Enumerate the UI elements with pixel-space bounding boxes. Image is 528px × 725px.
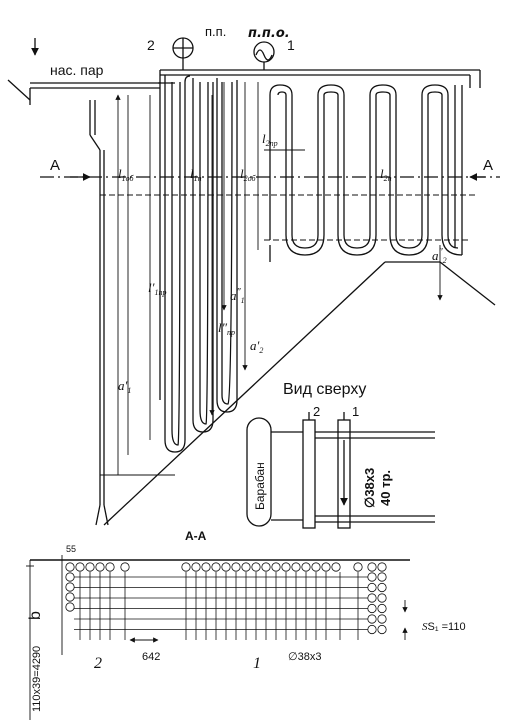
section-aa-title: А-А [185,529,207,543]
tube-circle [367,603,377,614]
tube-circle [367,562,377,572]
top-view [246,412,435,529]
tube-circle [353,562,363,572]
header-circles [172,37,275,70]
tube-circle [377,614,387,624]
tube-circle [301,562,311,572]
tube-circle [377,582,387,593]
dimension-lines [100,82,475,476]
top-view-num-2: 2 [313,404,320,419]
tube-circle [191,562,201,572]
num-1-label: 1 [287,37,295,53]
a2d-label: a′2 [250,338,263,355]
top-view-title: Вид сверху [283,381,366,398]
gas-duct-slope [103,245,496,526]
tube-circle [251,562,261,572]
tube-circle [211,562,221,572]
tube-circle [75,562,85,572]
l1n-label: l1п [190,166,202,183]
tube-circle [291,562,301,572]
tube-circle [65,602,75,612]
tube-circle [65,572,75,582]
dim-b: b [27,611,44,620]
text-labels: нас. пар 2 п.п. п.п.о. 1 A A l1об l1п l2… [27,24,493,712]
l2np-label: l2пр [262,131,278,148]
tube-circle [367,593,377,603]
tube-circle [241,562,251,572]
num-2-label: 2 [147,37,155,53]
tube-circle [377,572,387,582]
section-aa-plan [26,555,410,720]
tube-circle [367,614,377,624]
tube-circle [281,562,291,572]
dim-total: 110x39=4290 [31,646,43,712]
tube-circle [85,562,95,572]
tube-circle [65,562,75,572]
tube-circle [367,624,377,635]
tube-circle [377,562,387,572]
second-stage-coils [269,84,463,256]
l2n-label: l2п [380,166,392,183]
pp-label: п.п. [205,24,226,39]
l1np-label: l′1пр [148,280,166,297]
tube-circle [65,582,75,592]
tube-circle [95,562,105,572]
a1d-label: a′1 [118,378,131,395]
tube-circle [377,593,387,603]
tube-circle [261,562,271,572]
header-pipes [7,38,481,105]
tube-label: ∅38x3 [288,651,321,663]
section-a-right: A [483,157,493,174]
ppo-label: п.п.о. [248,26,290,41]
l1ob-label: l1об [118,166,135,183]
dim-s1: SS₁ =110 [422,621,466,633]
tube-circle [65,592,75,602]
tube-circle [367,572,377,582]
tube-circle [321,562,331,572]
a2dd-label: a″2 [432,247,447,265]
sec-1-label: 1 [253,655,261,672]
drum-label: Барабан [253,462,267,510]
tube-circle [105,562,115,572]
tube-circle [377,624,387,635]
lnp2-label: l″пр [218,320,235,337]
dim-642: 642 [142,651,160,663]
tube-circle [221,562,231,572]
tube-spec-2: 40 тр. [378,470,393,506]
tube-circle [311,562,321,572]
steam-in-label: нас. пар [50,62,104,78]
tube-circle [231,562,241,572]
tube-grid [65,562,387,640]
tube-circle [120,562,130,572]
a1dd-label: a″1 [230,287,245,305]
section-a-left: A [50,157,60,174]
sec-2-label: 2 [94,655,102,672]
top-view-num-1: 1 [352,404,359,419]
l2ob-label: l2об [240,166,257,183]
furnace-wall [89,100,109,526]
tube-spec-1: ∅38x3 [362,468,377,508]
tube-circle [201,562,211,572]
tube-circle [271,562,281,572]
first-stage-coils [158,75,238,453]
tube-circle [331,562,341,572]
dim-55: 55 [66,544,76,554]
tube-circle [181,562,191,572]
tube-circle [377,603,387,614]
tube-circle [367,582,377,593]
